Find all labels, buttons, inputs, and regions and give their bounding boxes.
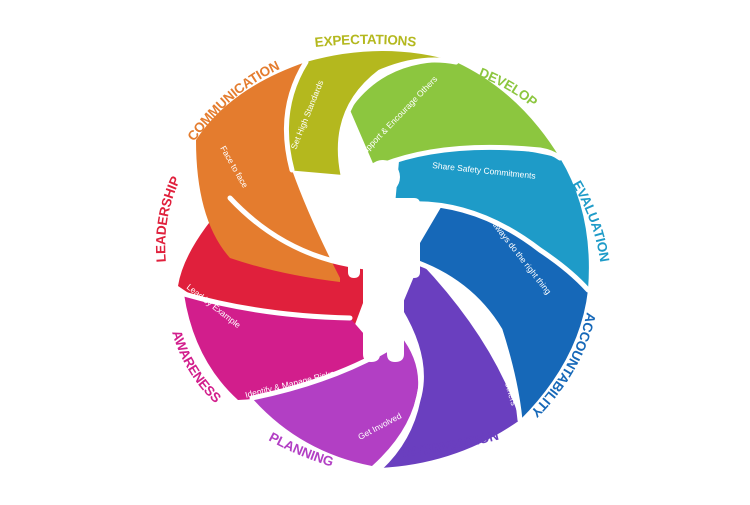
segment-develop	[350, 61, 560, 168]
segment-evaluation	[395, 145, 589, 290]
segment-planning	[252, 335, 419, 466]
person-icon	[348, 160, 420, 362]
title-expectations: EXPECTATIONS	[314, 32, 417, 50]
title-leadership: LEADERSHIP	[153, 174, 183, 263]
segment-communication	[196, 62, 340, 282]
segment-expectations	[281, 51, 456, 175]
